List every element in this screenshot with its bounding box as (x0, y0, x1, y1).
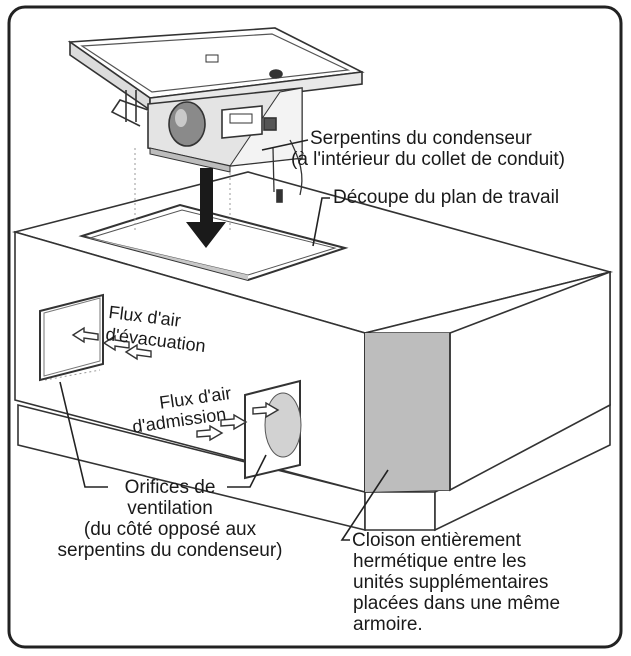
label-partition-line3: unités supplémentaires (353, 572, 548, 593)
label-condenser-coils-line1: Serpentins du condenseur (310, 128, 532, 149)
label-vents-line3: (du côté opposé aux (20, 519, 320, 540)
intake-vent (245, 381, 301, 478)
label-condenser-coils-line2: (à l'intérieur du collet de conduit) (291, 149, 565, 170)
label-vents-line1: Orifices de (20, 477, 320, 498)
label-partition-line1: Cloison entièrement (352, 530, 521, 551)
label-counter-cutout: Découpe du plan de travail (333, 187, 559, 208)
label-vents-line4: serpentins du condenseur) (20, 540, 320, 561)
label-partition-line2: hermétique entre les (353, 551, 526, 572)
label-partition-line4: placées dans une même (353, 593, 560, 614)
label-vents-line2: ventilation (20, 498, 320, 519)
cabinet-base-right-front (365, 492, 435, 530)
label-partition-line5: armoire. (353, 614, 423, 635)
partition-shade (365, 333, 450, 492)
